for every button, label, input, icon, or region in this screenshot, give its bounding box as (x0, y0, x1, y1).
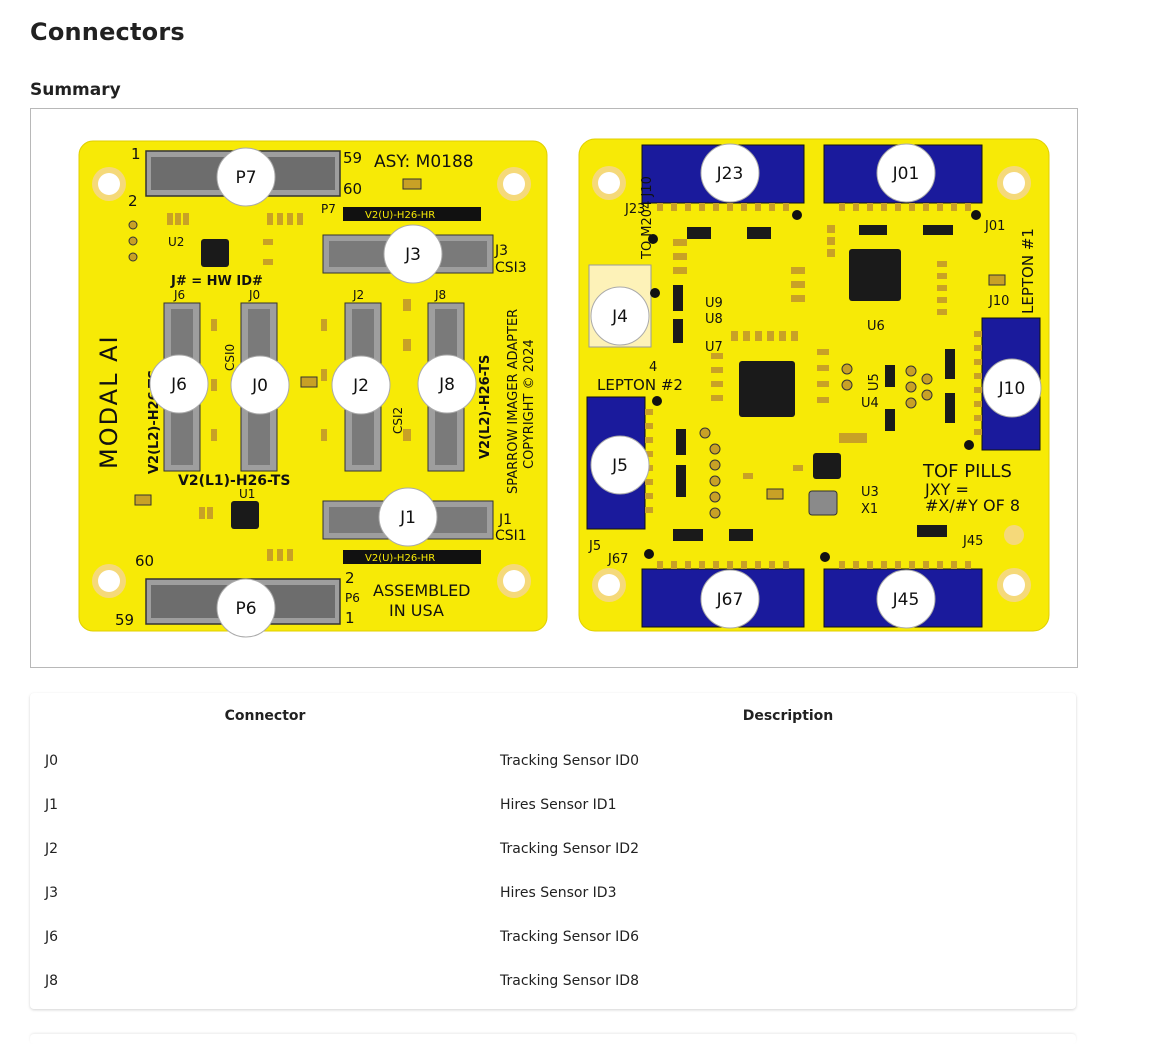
table-row: J8 Tracking Sensor ID8 (30, 959, 1076, 1003)
table-header-row: Connector Description (30, 693, 1076, 739)
pin-p7-59: 59 (343, 149, 362, 167)
silk-adapter: SPARROW IMAGER ADAPTER (506, 309, 521, 494)
tof-line-3: #X/#Y OF 8 (925, 496, 1020, 515)
right-board: LEPTON #1 LEPTON #2 TOF PILLS JXY = #X/#… (578, 138, 1050, 632)
table-row: J2 Tracking Sensor ID2 (30, 827, 1076, 871)
silk-u4: U4 (861, 396, 879, 411)
modal-ai-logo: MODAL AI (95, 334, 123, 469)
silk-csi2: CSI2 (391, 407, 405, 434)
section-title: Summary (30, 80, 121, 100)
silk-v2u-top: V2(U)-H26-HR (365, 210, 435, 221)
silk-j2: J2 (352, 288, 364, 302)
silk-j0: J0 (248, 288, 260, 302)
assembled-line-2: IN USA (389, 601, 444, 620)
table-row: J6 Tracking Sensor ID6 (30, 915, 1076, 959)
silk-p7: P7 (321, 202, 336, 216)
callout-j0: J0 (251, 376, 268, 396)
silk-u8: U8 (705, 312, 723, 327)
table-row: J3 Hires Sensor ID3 (30, 871, 1076, 915)
silk-csi0: CSI0 (223, 344, 237, 371)
silk-j5: J5 (588, 539, 601, 554)
assembled-line-1: ASSEMBLED (373, 581, 471, 600)
silk-x1: X1 (861, 502, 878, 517)
callout-j23: J23 (716, 164, 744, 184)
pin-j4-4: 4 (649, 360, 657, 375)
silk-to-m204: TO M204 J10 (640, 176, 655, 260)
silk-j6: J6 (173, 288, 185, 302)
cell-description: Tracking Sensor ID0 (500, 753, 639, 769)
hw-id-legend: J# = HW ID# (170, 274, 263, 289)
callout-j5: J5 (611, 456, 628, 476)
pin-p6-60: 60 (135, 552, 154, 570)
callout-j67: J67 (716, 590, 744, 610)
column-header-description: Description (742, 708, 834, 724)
callout-j8: J8 (438, 375, 455, 395)
callout-j3: J3 (404, 245, 421, 265)
tof-line-2: JXY = (924, 480, 969, 499)
pin-p6-59: 59 (115, 611, 134, 629)
connector-table: Connector Description J0 Tracking Sensor… (30, 693, 1076, 1003)
silk-u5: U5 (867, 373, 882, 391)
silk-j45: J45 (962, 534, 983, 549)
callout-j4: J4 (611, 307, 628, 327)
pin-p6-1: 1 (345, 609, 355, 627)
cell-connector: J2 (45, 841, 59, 857)
callout-p6: P6 (235, 599, 256, 619)
silk-u6: U6 (867, 319, 885, 334)
tof-line-1: TOF PILLS (922, 461, 1012, 482)
next-card-edge (30, 1034, 1076, 1044)
silk-j3: J3 (494, 243, 508, 259)
cell-description: Hires Sensor ID1 (500, 797, 617, 813)
silk-j8: J8 (434, 288, 446, 302)
cell-description: Tracking Sensor ID2 (500, 841, 639, 857)
silk-copyright: COPYRIGHT © 2024 (522, 339, 537, 469)
column-header-connector: Connector (224, 708, 306, 724)
silk-j23: J23 (624, 202, 645, 217)
silk-j10: J10 (988, 294, 1009, 309)
pin-p7-2: 2 (128, 192, 138, 210)
silk-u2: U2 (168, 235, 184, 249)
cell-connector: J3 (45, 885, 59, 901)
page-title: Connectors (30, 18, 185, 46)
callout-j10: J10 (998, 379, 1026, 399)
silk-u9: U9 (705, 296, 723, 311)
callout-j2: J2 (352, 376, 369, 396)
silk-lepton1: LEPTON #1 (1019, 228, 1037, 314)
cell-connector: J0 (45, 753, 59, 769)
connector-table-card: Connector Description J0 Tracking Sensor… (30, 693, 1076, 1009)
silk-j1: J1 (498, 512, 512, 528)
callout-p7: P7 (235, 168, 256, 188)
silk-j01: J01 (984, 219, 1005, 234)
callout-j1: J1 (399, 508, 416, 528)
silk-v2u-bottom: V2(U)-H26-HR (365, 553, 435, 564)
pin-p6-2: 2 (345, 569, 355, 587)
silk-u3: U3 (861, 485, 879, 500)
pin-p7-1: 1 (131, 145, 141, 163)
cell-connector: J6 (45, 929, 59, 945)
cell-connector: J8 (45, 973, 59, 989)
silk-csi1: CSI1 (495, 528, 527, 544)
silk-v2l1: V2(L1)-H26-TS (178, 473, 290, 489)
assembly-label: ASY: M0188 (374, 152, 474, 172)
silk-u1: U1 (239, 487, 255, 501)
callout-j01: J01 (892, 164, 920, 184)
table-row: J0 Tracking Sensor ID0 (30, 739, 1076, 783)
left-board: ASY: M0188 J# = HW ID# V2(U)-H26-HR V2(U… (78, 140, 548, 638)
silk-csi3: CSI3 (495, 260, 527, 276)
cell-description: Tracking Sensor ID6 (500, 929, 639, 945)
pcb-illustration: ASY: M0188 J# = HW ID# V2(U)-H26-HR V2(U… (78, 138, 1050, 638)
silk-p6: P6 (345, 591, 360, 605)
callout-j6: J6 (170, 375, 187, 395)
cell-connector: J1 (45, 797, 59, 813)
silk-lepton2: LEPTON #2 (597, 376, 683, 394)
silk-u7: U7 (705, 340, 723, 355)
pin-p7-60: 60 (343, 180, 362, 198)
cell-description: Tracking Sensor ID8 (500, 973, 639, 989)
pcb-figure: ASY: M0188 J# = HW ID# V2(U)-H26-HR V2(U… (30, 108, 1078, 668)
silk-j67: J67 (607, 552, 628, 567)
callout-j45: J45 (892, 590, 920, 610)
cell-description: Hires Sensor ID3 (500, 885, 617, 901)
silk-v2l2-right: V2(L2)-H26-TS (478, 355, 493, 459)
table-row: J1 Hires Sensor ID1 (30, 783, 1076, 827)
